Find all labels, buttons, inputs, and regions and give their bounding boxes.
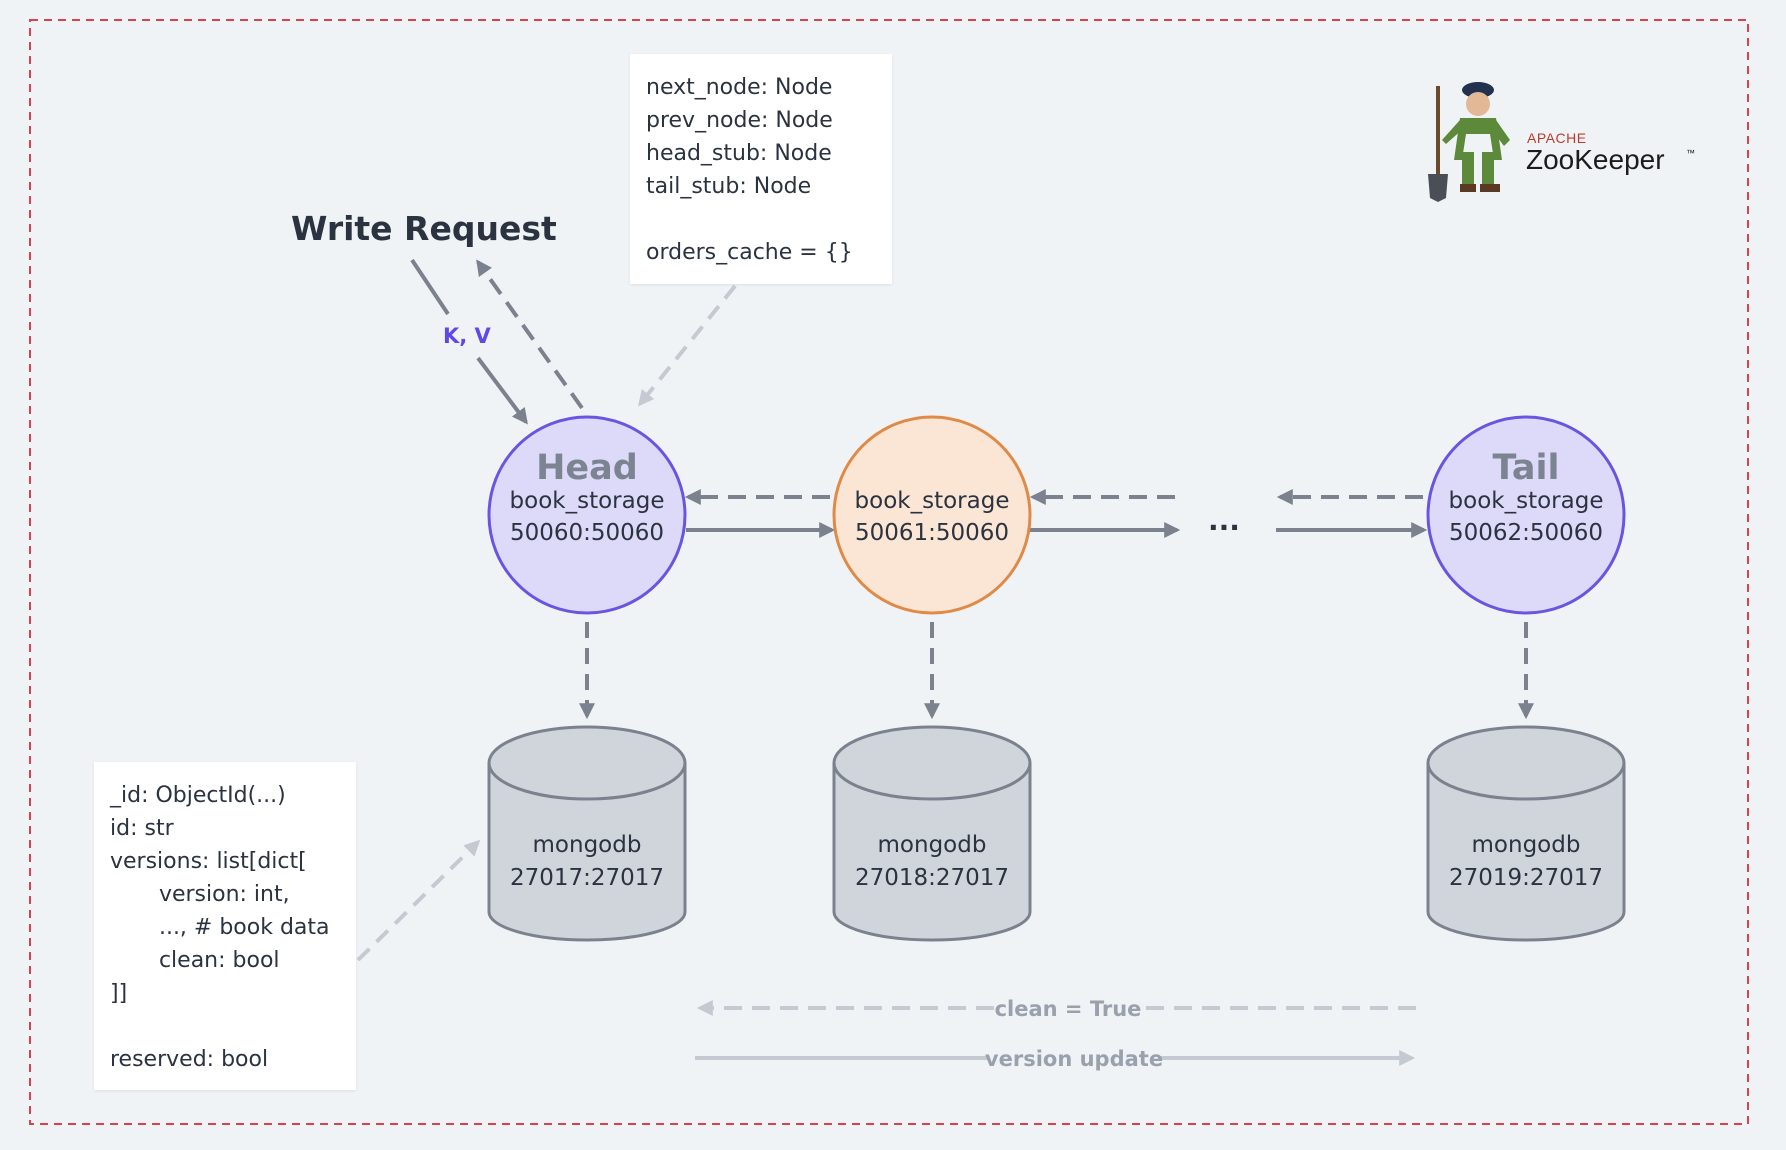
node-head-service: book_storage [510, 488, 665, 514]
node-schema-line: orders_cache = {} [646, 240, 853, 265]
db-3-name: mongodb [1472, 832, 1581, 858]
write-response-arrow [476, 259, 584, 410]
db-cylinder-2: mongodb 27018:27017 [832, 725, 1032, 942]
zookeeper-mascot-icon [1428, 82, 1510, 202]
db-3-ports: 27019:27017 [1449, 865, 1603, 891]
outer-dashed-border [29, 19, 1749, 1125]
node-schema-line: next_node: Node [646, 75, 833, 100]
node-middle-service: book_storage [855, 488, 1010, 514]
node-head-role: Head [536, 448, 638, 488]
node-schema-note: next_node: Node prev_node: Node head_stu… [630, 54, 892, 284]
logo-tm-text: ™ [1686, 148, 1695, 158]
node-note-connector [637, 284, 737, 407]
chain-ellipsis: ... [1208, 504, 1240, 537]
node-schema-line: head_stub: Node [646, 141, 832, 166]
db-schema-line: _id: ObjectId(...) [110, 783, 286, 808]
db-1-ports: 27017:27017 [510, 865, 664, 891]
db-1-name: mongodb [533, 832, 642, 858]
logo-apache-text: APACHE [1527, 130, 1587, 146]
db-schema-line: ..., # book data [110, 915, 330, 940]
db-schema-line: clean: bool [110, 948, 280, 973]
db-schema-line: id: str [110, 816, 174, 841]
node-middle: book_storage 50061:50060 [832, 415, 1032, 615]
logo-zookeeper-text: ZooKeeper [1526, 144, 1665, 175]
db-cylinder-3: mongodb 27019:27017 [1426, 725, 1626, 942]
node-schema-line: tail_stub: Node [646, 174, 812, 199]
db-schema-note: _id: ObjectId(...) id: str versions: lis… [94, 762, 356, 1090]
write-arrow-in-upper [410, 258, 450, 316]
legend-clean-label: clean = True [995, 997, 1142, 1021]
node-middle-ports: 50061:50060 [855, 520, 1009, 546]
zookeeper-logo: APACHE ZooKeeper ™ [1420, 56, 1700, 206]
node-head: Head book_storage 50060:50060 [487, 415, 687, 615]
db-schema-line: ]] [110, 981, 128, 1006]
node-schema-line: prev_node: Node [646, 108, 833, 133]
legend-version-label: version update [985, 1047, 1163, 1071]
db-2-name: mongodb [878, 832, 987, 858]
write-request-title: Write Request [291, 209, 557, 248]
db-2-ports: 27018:27017 [855, 865, 1009, 891]
db-cylinder-1: mongodb 27017:27017 [487, 725, 687, 942]
node-tail-role: Tail [1493, 448, 1560, 488]
node-tail-service: book_storage [1449, 488, 1604, 514]
node-head-ports: 50060:50060 [510, 520, 664, 546]
node-schema-line [646, 203, 892, 236]
write-arrow-in [476, 356, 528, 425]
db-schema-line: version: int, [110, 882, 290, 907]
db-schema-line: reserved: bool [110, 1047, 269, 1072]
kv-label: K, V [443, 324, 492, 348]
db-schema-line: versions: list[dict[ [110, 849, 307, 874]
db-note-connector [356, 839, 481, 962]
node-tail-ports: 50062:50060 [1449, 520, 1603, 546]
node-tail: Tail book_storage 50062:50060 [1426, 415, 1626, 615]
db-schema-line [110, 1010, 356, 1043]
